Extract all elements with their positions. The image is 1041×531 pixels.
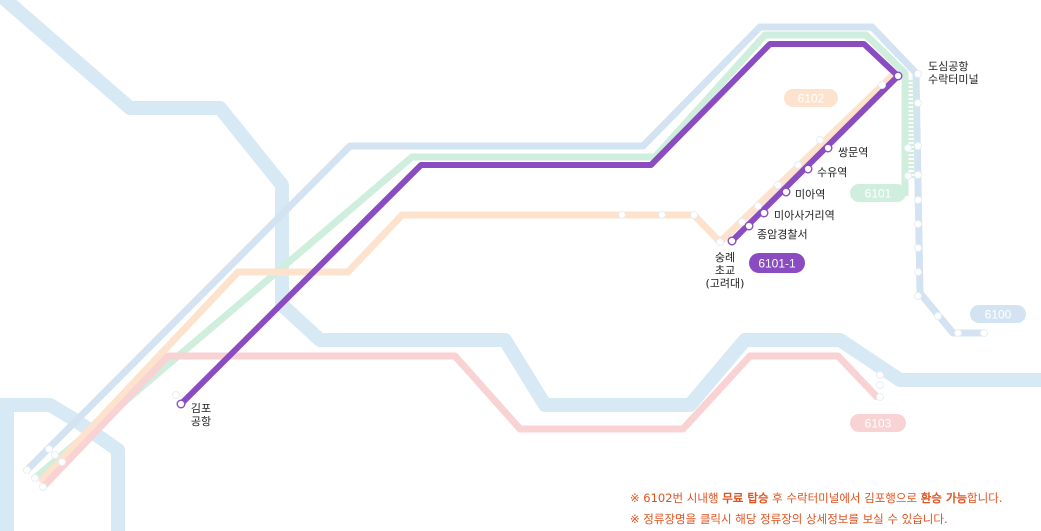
stop-6100-k bbox=[914, 292, 922, 300]
badge-6100-bg bbox=[970, 305, 1026, 323]
stop-6100-l bbox=[934, 312, 942, 320]
river-main bbox=[0, 0, 1041, 412]
stop-6100-h bbox=[914, 220, 922, 228]
notice-1c: 후 수락터미널에서 김포행으로 bbox=[768, 491, 921, 505]
stop-6100-g bbox=[914, 196, 922, 204]
stop-6100-e bbox=[914, 142, 922, 150]
station-gimpo-label-2[interactable]: 공항 bbox=[191, 415, 211, 428]
stop-6103-c bbox=[876, 381, 884, 389]
faded-stops bbox=[23, 70, 988, 491]
stop-6102-c bbox=[618, 211, 626, 219]
route-6100-line bbox=[24, 23, 985, 473]
station-terminal-label-2[interactable]: 수락터미널 bbox=[928, 73, 979, 86]
route-6101-1-stops bbox=[176, 71, 903, 409]
stop-jongam[interactable] bbox=[744, 221, 754, 231]
stop-miasageori[interactable] bbox=[759, 208, 769, 218]
notice-1a: ※ 6102번 시내행 bbox=[630, 491, 723, 505]
badge-6101-bg bbox=[850, 184, 906, 202]
badge-6101-1-bg bbox=[749, 253, 805, 273]
stop-6100-j bbox=[914, 268, 922, 276]
stop-6102-h bbox=[754, 202, 762, 210]
badge-6102-label: 6102 bbox=[798, 92, 825, 106]
stop-6100-i bbox=[914, 244, 922, 252]
notice-line-1: ※ 6102번 시내행 무료 탑승 후 수락터미널에서 김포행으로 환승 가능합… bbox=[630, 488, 1002, 509]
stop-6102-a bbox=[51, 451, 59, 459]
stop-6102-e bbox=[690, 211, 698, 219]
station-sungrye-label-1[interactable]: 숭례 bbox=[715, 251, 735, 264]
station-ssangmun-label[interactable]: 쌍문역 bbox=[838, 146, 868, 159]
stop-6102-l bbox=[878, 81, 886, 89]
station-sungrye-label-3[interactable]: (고려대) bbox=[706, 277, 745, 290]
notice-line-2: ※ 정류장명을 클릭시 해당 정류장의 상세정보를 보실 수 있습니다. bbox=[630, 509, 1002, 530]
stop-6101-c bbox=[904, 144, 912, 152]
stop-6102-k bbox=[816, 136, 824, 144]
stop-6102-f bbox=[716, 238, 724, 246]
route-6103-line bbox=[40, 352, 881, 490]
notice-1-transfer: 환승 가능 bbox=[920, 491, 968, 505]
station-mia-label[interactable]: 미아역 bbox=[795, 188, 825, 201]
badge-6101[interactable]: 6101 bbox=[850, 184, 906, 202]
stop-6101-d bbox=[904, 172, 912, 180]
station-sungrye-label-2[interactable]: 초교 bbox=[715, 264, 735, 277]
stop-sungrye[interactable] bbox=[727, 236, 737, 246]
stop-6103-d bbox=[876, 393, 884, 401]
notice-box: ※ 6102번 시내행 무료 탑승 후 수락터미널에서 김포행으로 환승 가능합… bbox=[630, 488, 1002, 530]
badge-6103[interactable]: 6103 bbox=[850, 414, 906, 432]
stop-6100-d bbox=[914, 99, 922, 107]
stop-6102-g bbox=[738, 218, 746, 226]
badge-6102-bg bbox=[784, 89, 838, 107]
stop-6102-b bbox=[58, 458, 66, 466]
notice-1e: 합니다. bbox=[967, 491, 1003, 505]
stop-6103-b bbox=[876, 371, 884, 379]
badge-6103-label: 6103 bbox=[865, 417, 892, 431]
stop-ssangmun[interactable] bbox=[823, 143, 833, 153]
badge-6102[interactable]: 6102 bbox=[784, 89, 838, 107]
stop-6102-j bbox=[794, 161, 802, 169]
notice-2: ※ 정류장명을 클릭시 해당 정류장의 상세정보를 보실 수 있습니다. bbox=[630, 512, 948, 526]
station-suyu-label[interactable]: 수유역 bbox=[817, 166, 847, 179]
station-miasageori-label[interactable]: 미아사거리역 bbox=[774, 209, 835, 222]
stop-6100-n bbox=[980, 329, 988, 337]
stop-6100-f bbox=[914, 171, 922, 179]
stop-gimpo-airport[interactable] bbox=[176, 399, 186, 409]
stop-6103-a bbox=[39, 483, 47, 491]
station-gimpo-label-1[interactable]: 김포 bbox=[191, 402, 211, 415]
stop-6101-b bbox=[172, 391, 180, 399]
stop-terminal[interactable] bbox=[893, 71, 903, 81]
station-terminal-label-1[interactable]: 도심공항 bbox=[928, 60, 968, 73]
badge-6100-label: 6100 bbox=[985, 308, 1012, 322]
stop-6100-a bbox=[23, 466, 31, 474]
badge-6101-label: 6101 bbox=[865, 187, 892, 201]
stop-6102-i bbox=[774, 181, 782, 189]
notice-1-free-ride: 무료 탑승 bbox=[722, 491, 769, 505]
stop-6101-a bbox=[31, 474, 39, 482]
stop-6100-m bbox=[954, 329, 962, 337]
badge-6100[interactable]: 6100 bbox=[970, 305, 1026, 323]
stop-6100-c bbox=[914, 70, 922, 78]
stop-6102-d bbox=[658, 211, 666, 219]
route-6101-line bbox=[32, 31, 909, 481]
stop-6100-b bbox=[45, 445, 53, 453]
badge-6101-1-label: 6101-1 bbox=[758, 257, 796, 271]
station-jongam-label[interactable]: 종암경찰서 bbox=[757, 228, 808, 241]
stop-suyu[interactable] bbox=[803, 164, 813, 174]
badge-6103-bg bbox=[850, 414, 906, 432]
stop-mia[interactable] bbox=[781, 187, 791, 197]
route-6102-line bbox=[37, 72, 896, 485]
badge-6101-1[interactable]: 6101-1 bbox=[749, 253, 805, 273]
